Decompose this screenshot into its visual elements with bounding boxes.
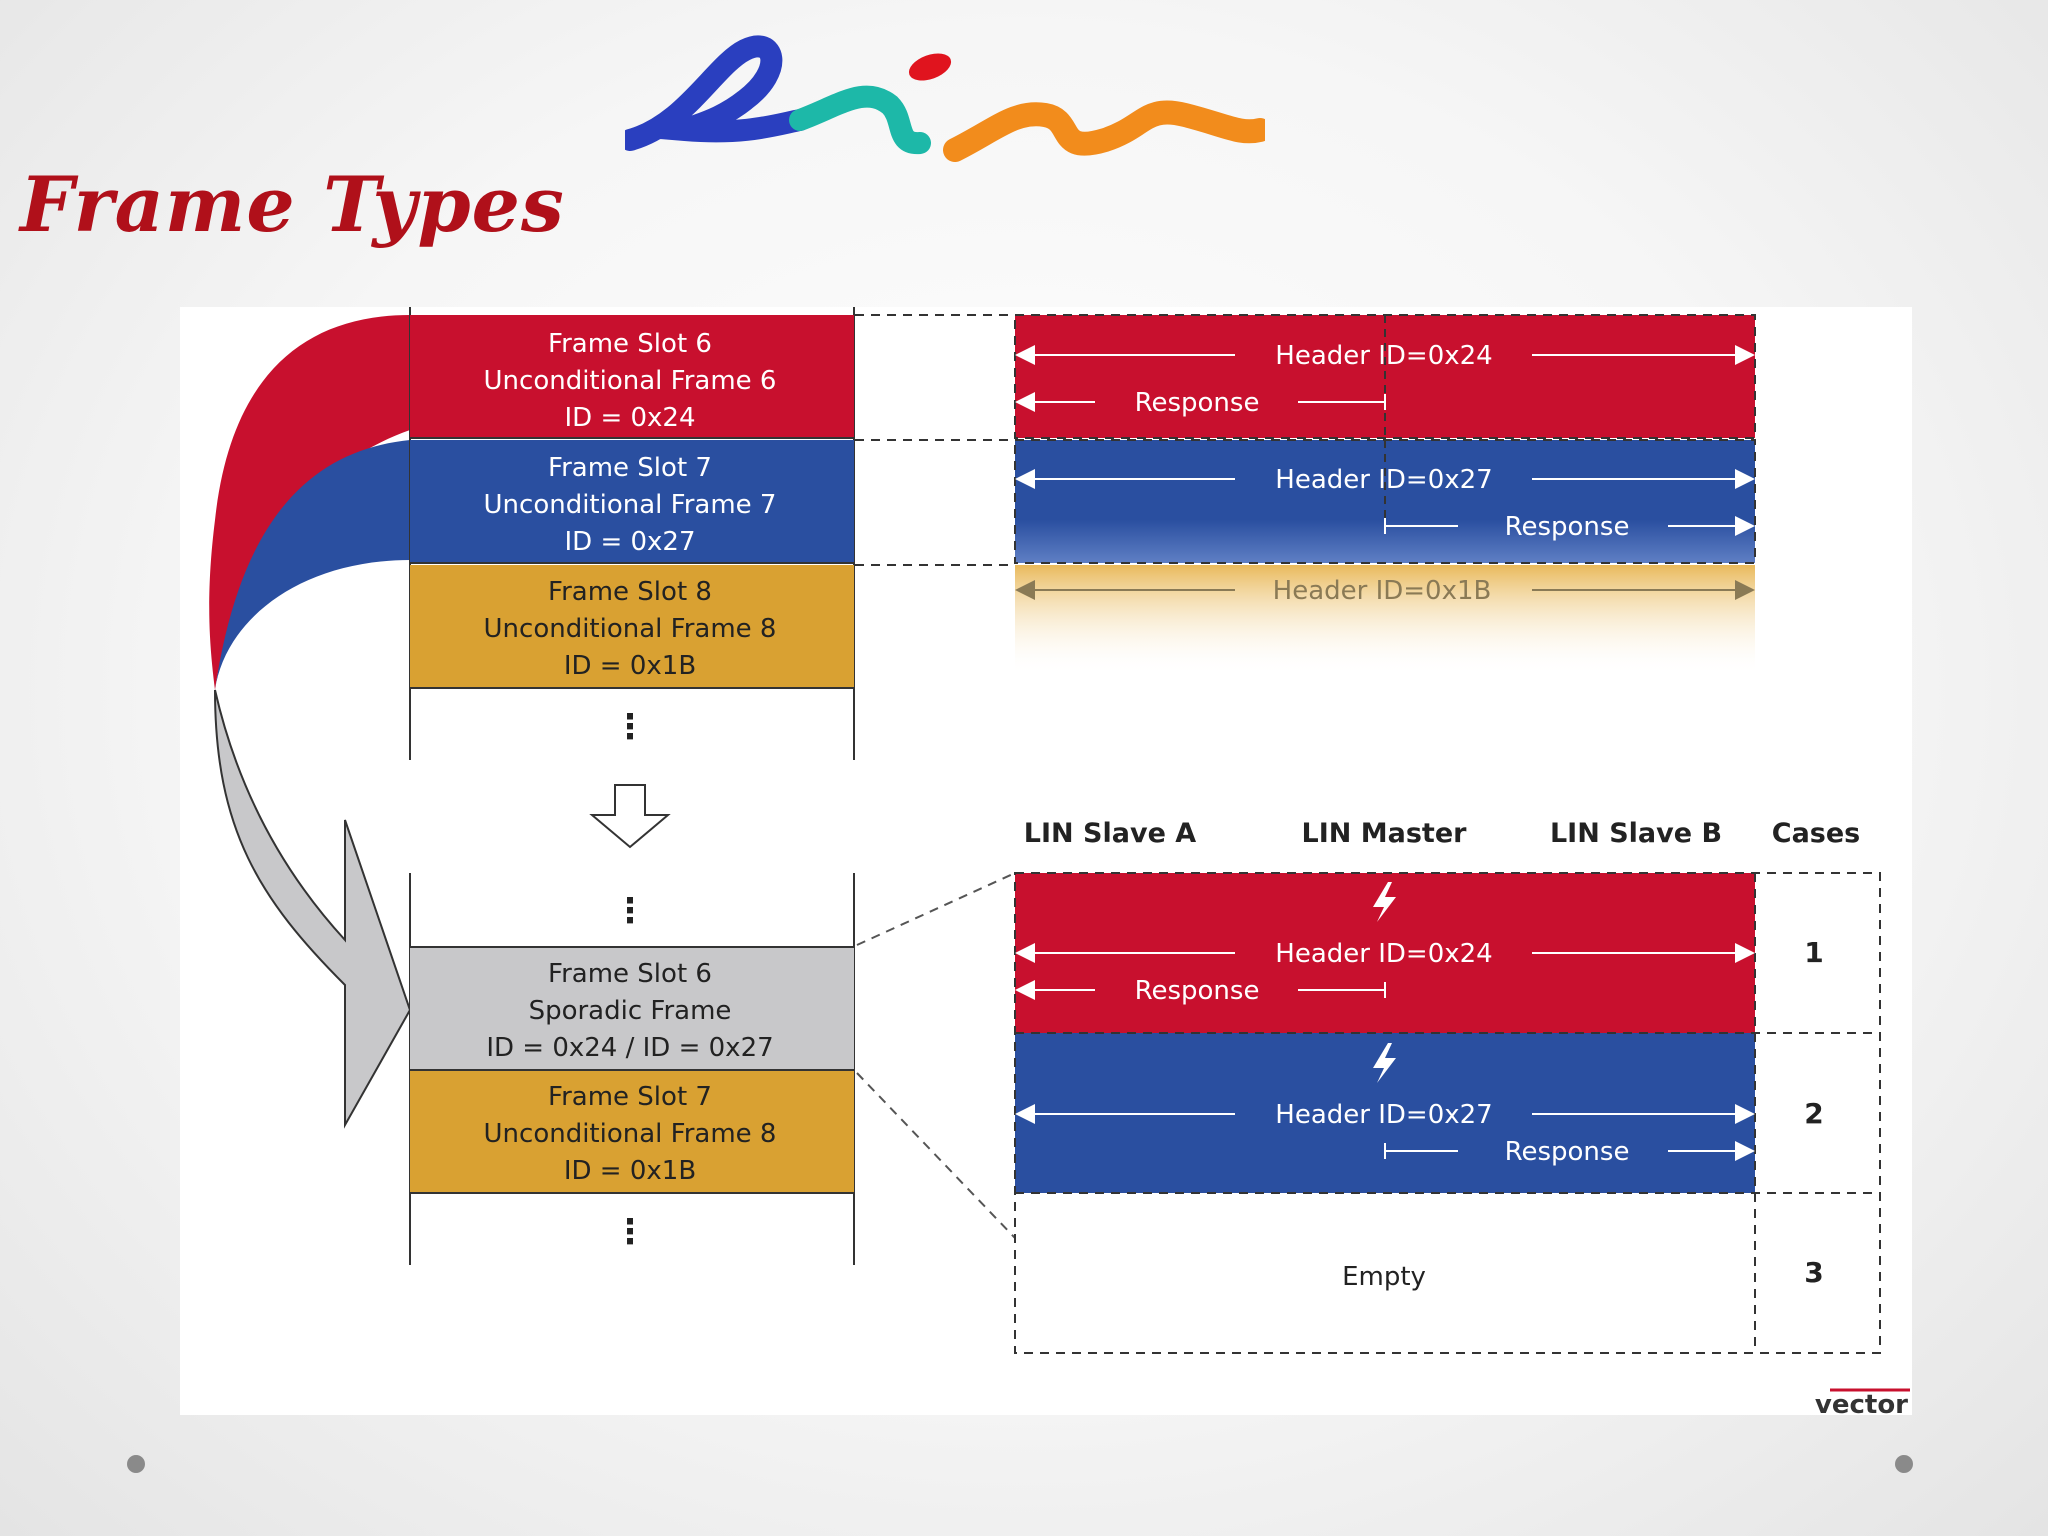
column-cases: Cases — [1772, 818, 1861, 849]
column-lin-slave-b: LIN Slave B — [1550, 818, 1722, 849]
top-slot-6 — [410, 315, 854, 438]
top-response-0x27: Response — [1505, 512, 1630, 542]
logo-swoosh-teal — [789, 85, 931, 154]
slide-corner-dot-right — [1895, 1455, 1913, 1473]
top-slot-7-line2: Unconditional Frame 7 — [484, 490, 777, 520]
top-header-0x24: Header ID=0x24 — [1275, 341, 1492, 371]
top-slot-6-line3: ID = 0x24 — [564, 403, 695, 433]
top-slot-7-line1: Frame Slot 7 — [548, 453, 712, 483]
curved-arrow-icon — [209, 315, 410, 690]
case-3-empty-label: Empty — [1342, 1262, 1426, 1292]
bottom-slot-7-line1: Frame Slot 7 — [548, 1082, 712, 1112]
top-slot-8-line1: Frame Slot 8 — [548, 577, 712, 607]
case-1-response: Response — [1135, 976, 1260, 1006]
top-slot-8 — [410, 565, 854, 688]
top-ellipsis: ⋮ — [613, 707, 647, 747]
slide-title: Frame Types — [20, 160, 565, 249]
top-schedule-table: Frame Slot 6 Unconditional Frame 6 ID = … — [409, 307, 855, 760]
top-slot-8-line3: ID = 0x1B — [564, 651, 696, 681]
case-2-header: Header ID=0x27 — [1275, 1100, 1492, 1130]
top-slot-6-line1: Frame Slot 6 — [548, 329, 712, 359]
lightning-icon — [1373, 882, 1396, 922]
lightning-icon — [1373, 1043, 1396, 1083]
bottom-slot-6-line3: ID = 0x24 / ID = 0x27 — [486, 1033, 773, 1063]
bottom-slot-6-line1: Frame Slot 6 — [548, 959, 712, 989]
lin-logo — [625, 35, 1265, 162]
top-response-0x24: Response — [1135, 388, 1260, 418]
bottom-slot-6-line2: Sporadic Frame — [529, 996, 732, 1026]
case-2-number: 2 — [1804, 1097, 1823, 1130]
timing-row-gold — [1015, 565, 1755, 675]
vector-logo-text: vector — [1815, 1390, 1908, 1420]
case-3-number: 3 — [1804, 1256, 1823, 1289]
curved-arrow-blue — [215, 440, 410, 690]
bottom-schedule-table: ⋮ Frame Slot 6 Sporadic Frame ID = 0x24 … — [409, 873, 855, 1265]
slide-corner-dot-left — [127, 1455, 145, 1473]
top-timing: Header ID=0x24 Response Header ID=0x27 R… — [855, 314, 1756, 675]
down-arrow-icon — [589, 784, 671, 849]
case-1-number: 1 — [1804, 936, 1823, 969]
top-header-0x27: Header ID=0x27 — [1275, 465, 1492, 495]
column-lin-master: LIN Master — [1302, 818, 1468, 849]
top-slot-7 — [410, 440, 854, 563]
top-header-0x1b: Header ID=0x1B — [1273, 576, 1492, 606]
bottom-slot-7-line3: ID = 0x1B — [564, 1156, 696, 1186]
logo-swoosh-blue — [625, 35, 811, 151]
bottom-ellipsis-top: ⋮ — [613, 891, 647, 931]
logo-dot-red — [908, 53, 952, 81]
logo-swoosh-orange — [943, 100, 1265, 162]
column-lin-slave-a: LIN Slave A — [1024, 818, 1196, 849]
curved-arrow-gray — [214, 689, 412, 1129]
top-slot-6-line2: Unconditional Frame 6 — [484, 366, 777, 396]
top-slot-8-line2: Unconditional Frame 8 — [484, 614, 777, 644]
case-1-header: Header ID=0x24 — [1275, 939, 1492, 969]
bottom-slot-7 — [410, 1071, 854, 1193]
bottom-slot-7-line2: Unconditional Frame 8 — [484, 1119, 777, 1149]
bottom-slot-6 — [410, 947, 854, 1070]
vector-logo: vector — [1815, 1388, 1910, 1420]
bottom-ellipsis-bottom: ⋮ — [613, 1212, 647, 1252]
case-2-response: Response — [1505, 1137, 1630, 1167]
cases-table: Header ID=0x24 Response 1 Header ID=0x27… — [1014, 872, 1881, 1354]
top-slot-7-line3: ID = 0x27 — [564, 527, 695, 557]
